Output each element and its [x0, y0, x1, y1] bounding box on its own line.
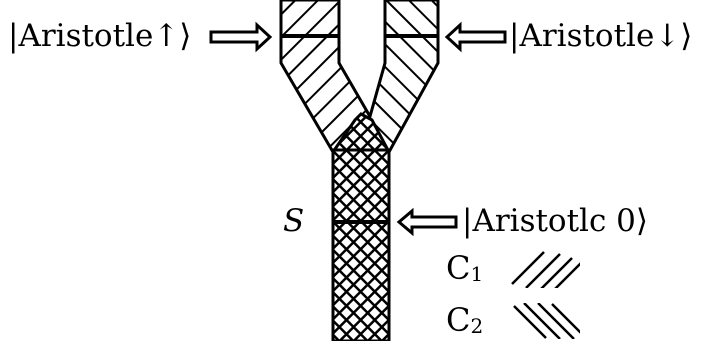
legend-c1-index: 1	[470, 262, 484, 286]
hollow-arrow-icon	[444, 21, 507, 53]
stem	[331, 148, 391, 343]
hollow-arrow-icon	[209, 21, 273, 53]
ket-down-label: |Aristotle↓⟩	[509, 18, 693, 54]
ket-up-label: |Aristotle↑⟩	[8, 18, 192, 54]
ket-zero-label: |Aristotlc 0⟩	[462, 203, 648, 239]
legend-swatch-c2	[513, 303, 580, 339]
legend-c2-index: 2	[470, 314, 484, 338]
legend-c2: C2	[446, 304, 483, 336]
hollow-arrow-icon	[396, 207, 458, 237]
legend-c1-letter: C	[446, 249, 471, 287]
legend-c2-letter: C	[446, 301, 471, 339]
legend-c1: C1	[446, 252, 483, 284]
point-s-label: S	[283, 203, 305, 239]
legend-swatch-c1	[511, 251, 580, 288]
